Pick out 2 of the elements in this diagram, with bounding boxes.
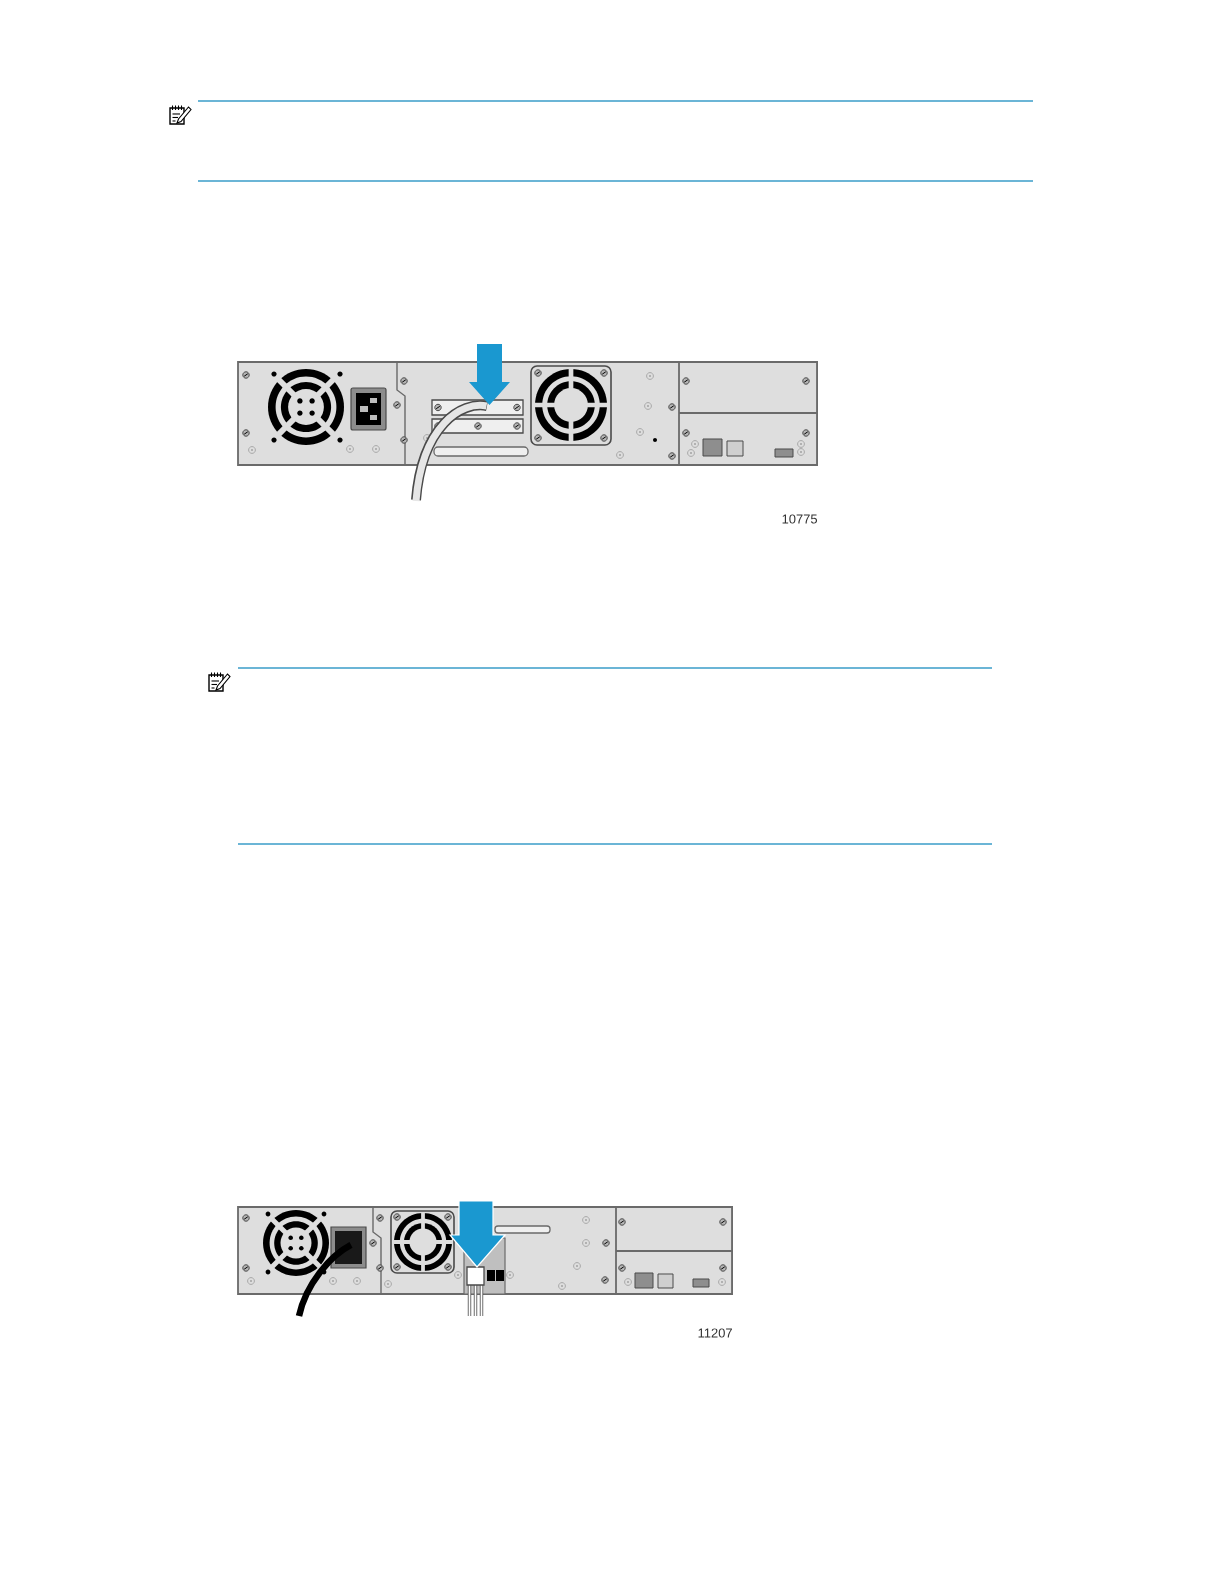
figure-number: 10775 (782, 514, 818, 524)
figure-number: 11207 (698, 1328, 732, 1338)
